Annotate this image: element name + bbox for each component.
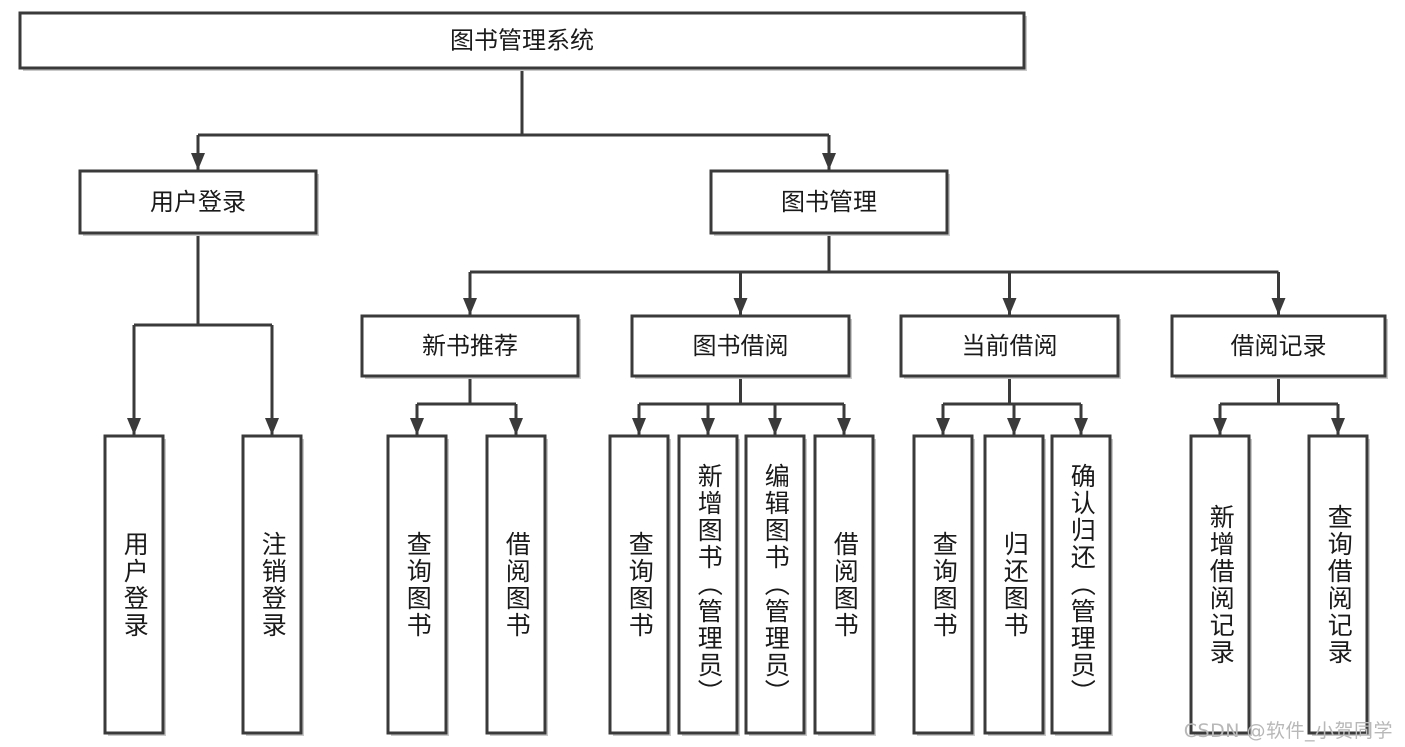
arrow-head-icon bbox=[1271, 298, 1286, 315]
node-label-new-book-recommend: 新书推荐 bbox=[422, 332, 518, 360]
node-box-leaf-add-record[interactable] bbox=[1189, 434, 1251, 735]
node-box-root[interactable] bbox=[18, 11, 1026, 70]
watermark-text: CSDN @软件_小贺同学 bbox=[1183, 720, 1393, 742]
arrow-head-icon bbox=[410, 418, 424, 435]
node-box-leaf-return-book[interactable] bbox=[983, 434, 1045, 735]
node-box-leaf-logout[interactable] bbox=[241, 434, 303, 735]
node-box-leaf-add-book[interactable] bbox=[677, 434, 739, 735]
node-label-current-borrow: 当前借阅 bbox=[962, 332, 1058, 360]
arrow-head-icon bbox=[936, 418, 950, 435]
node-boxes-group bbox=[18, 11, 1388, 736]
node-box-book-manage[interactable] bbox=[709, 169, 949, 235]
arrow-head-icon bbox=[1007, 418, 1021, 435]
arrow-head-icon bbox=[632, 418, 646, 435]
node-box-leaf-borrow-book-bb[interactable] bbox=[813, 434, 875, 735]
arrow-head-icon bbox=[509, 418, 523, 435]
node-label-root: 图书管理系统 bbox=[450, 27, 594, 55]
arrow-head-icon bbox=[463, 298, 477, 315]
arrow-head-icon bbox=[733, 298, 748, 315]
node-label-user-login: 用户登录 bbox=[150, 188, 246, 216]
arrow-head-icon bbox=[1074, 418, 1088, 435]
connector-lines-group bbox=[127, 68, 1345, 435]
node-box-leaf-confirm-return[interactable] bbox=[1050, 434, 1112, 735]
node-box-new-book-recommend[interactable] bbox=[360, 314, 580, 378]
node-label-book-manage: 图书管理 bbox=[781, 188, 877, 216]
arrow-head-icon bbox=[768, 418, 782, 435]
node-box-leaf-edit-book[interactable] bbox=[744, 434, 806, 735]
node-box-book-borrow[interactable] bbox=[630, 314, 851, 378]
node-box-leaf-query-book-cb[interactable] bbox=[912, 434, 974, 735]
node-box-leaf-query-book-rec[interactable] bbox=[386, 434, 448, 735]
arrow-head-icon bbox=[1002, 298, 1017, 315]
node-box-user-login[interactable] bbox=[78, 169, 318, 235]
arrow-head-icon bbox=[127, 418, 141, 435]
node-box-leaf-query-book-bb[interactable] bbox=[608, 434, 670, 735]
arrow-head-icon bbox=[822, 153, 836, 170]
arrow-head-icon bbox=[701, 418, 715, 435]
node-label-book-borrow: 图书借阅 bbox=[693, 332, 789, 360]
node-box-leaf-borrow-book-rec[interactable] bbox=[485, 434, 547, 735]
arrow-head-icon bbox=[837, 418, 851, 435]
arrow-head-icon bbox=[265, 418, 279, 435]
arrow-head-icon bbox=[1331, 418, 1345, 435]
node-box-current-borrow[interactable] bbox=[899, 314, 1120, 378]
node-box-borrow-record[interactable] bbox=[1170, 314, 1387, 378]
node-box-leaf-query-record[interactable] bbox=[1307, 434, 1369, 735]
arrow-head-icon bbox=[191, 153, 205, 170]
arrow-head-icon bbox=[1213, 418, 1227, 435]
node-box-leaf-user-login[interactable] bbox=[103, 434, 165, 735]
node-label-borrow-record: 借阅记录 bbox=[1231, 332, 1327, 360]
